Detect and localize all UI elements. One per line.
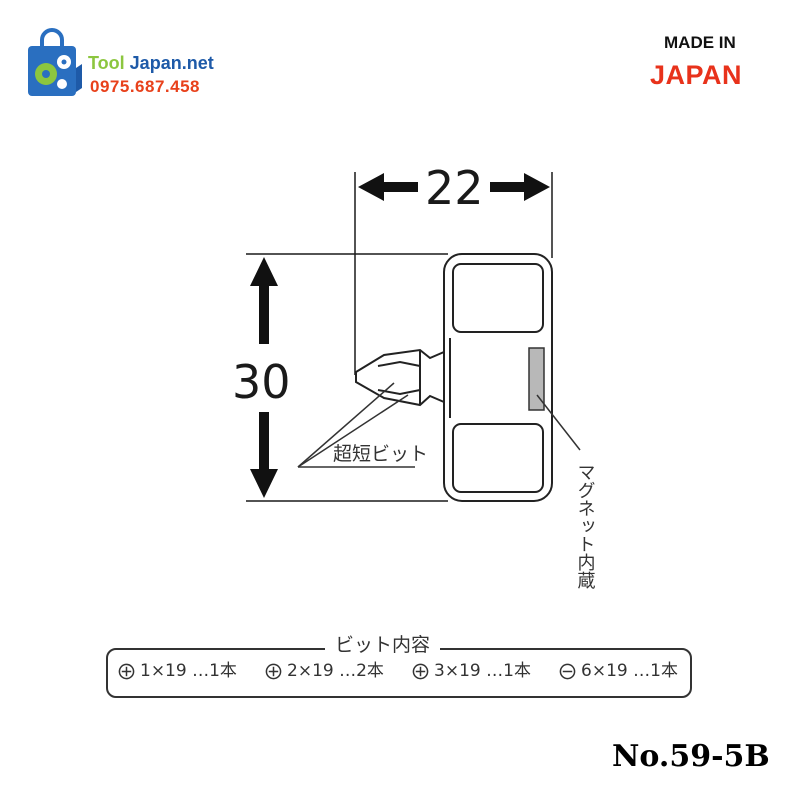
bit-item: 6×19 …1本	[559, 663, 678, 680]
stubby-bit	[355, 348, 445, 407]
minus-icon	[559, 663, 576, 680]
height-value: 30	[232, 355, 291, 409]
height-arrow	[250, 257, 278, 498]
bit-item: 2×19 …2本	[265, 663, 384, 680]
width-value: 22	[425, 161, 484, 215]
brand-tool: Tool	[88, 53, 125, 73]
made-in-label: MADE IN	[664, 33, 736, 52]
brand-name: Tool Japan.net	[88, 54, 214, 72]
magnet-label: マグネット内蔵	[575, 463, 596, 589]
stubby-bit-label: 超短ビット	[333, 443, 428, 465]
japan-label: JAPAN	[650, 60, 743, 90]
plus-icon	[412, 663, 429, 680]
bit-item: 3×19 …1本	[412, 663, 531, 680]
brand-domain: Japan.net	[129, 53, 214, 73]
magnet-shape	[528, 347, 545, 411]
bit-contents-list: 1×19 …1本 2×19 …2本 3×19 …1本 6×19 …1本	[118, 663, 678, 680]
model-number: No.59-5B	[612, 739, 770, 774]
bit-contents-title: ビット内容	[325, 636, 441, 655]
bit-item-text: 3×19 …1本	[434, 661, 531, 681]
plus-icon	[118, 663, 135, 680]
shopping-bag-gear-icon	[28, 28, 82, 96]
width-arrow	[358, 173, 550, 201]
plus-icon	[265, 663, 282, 680]
bit-item-text: 1×19 …1本	[140, 661, 237, 681]
bit-item: 1×19 …1本	[118, 663, 237, 680]
bit-item-text: 6×19 …1本	[581, 661, 678, 681]
bit-item-text: 2×19 …2本	[287, 661, 384, 681]
brand-phone: 0975.687.458	[90, 77, 200, 96]
brand-logo	[22, 28, 252, 108]
